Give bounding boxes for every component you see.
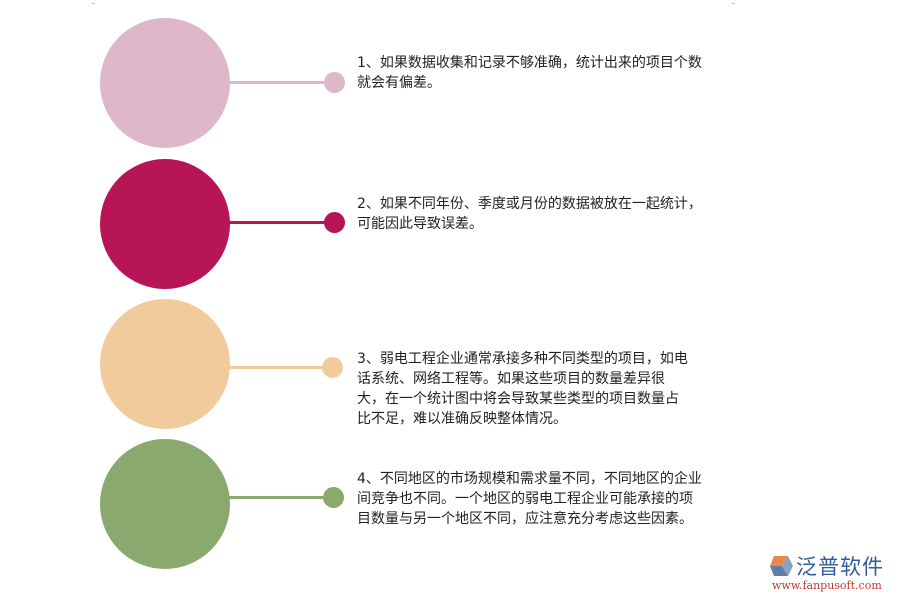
logo-url: www.fanpusoft.com (772, 579, 882, 592)
item-4-big-circle (100, 439, 230, 569)
item-4-text: 4、不同地区的市场规模和需求量不同，不同地区的企业间竞争也不同。一个地区的弱电工… (357, 471, 702, 527)
fanpu-logo: 泛普软件 www.fanpusoft.com (768, 553, 893, 593)
item-3-dot (322, 357, 343, 378)
item-1-big-circle (100, 18, 230, 148)
fanpu-logo-icon (770, 556, 793, 576)
item-1-text: 1、如果数据收集和记录不够准确，统计出来的项目个数就会有偏差。 (357, 55, 702, 91)
item-4-dot (323, 487, 344, 508)
item-2-big-circle (100, 159, 230, 289)
item-3-big-circle (100, 299, 230, 429)
item-3-text: 3、弱电工程企业通常承接多种不同类型的项目，如电话系统、网络工程等。如果这些项目… (357, 351, 688, 427)
logo-name: 泛普软件 (796, 555, 884, 579)
item-1-dot (324, 72, 345, 93)
item-2-dot (324, 212, 345, 233)
item-4-connector (227, 496, 327, 499)
item-2-text: 2、如果不同年份、季度或月份的数据被放在一起统计，可能因此导致误差。 (357, 196, 702, 232)
corner-mark-right (731, 3, 735, 4)
item-2-connector (228, 221, 328, 224)
corner-mark-left (91, 3, 95, 4)
item-1-connector (228, 81, 328, 84)
item-3-connector (228, 366, 326, 369)
